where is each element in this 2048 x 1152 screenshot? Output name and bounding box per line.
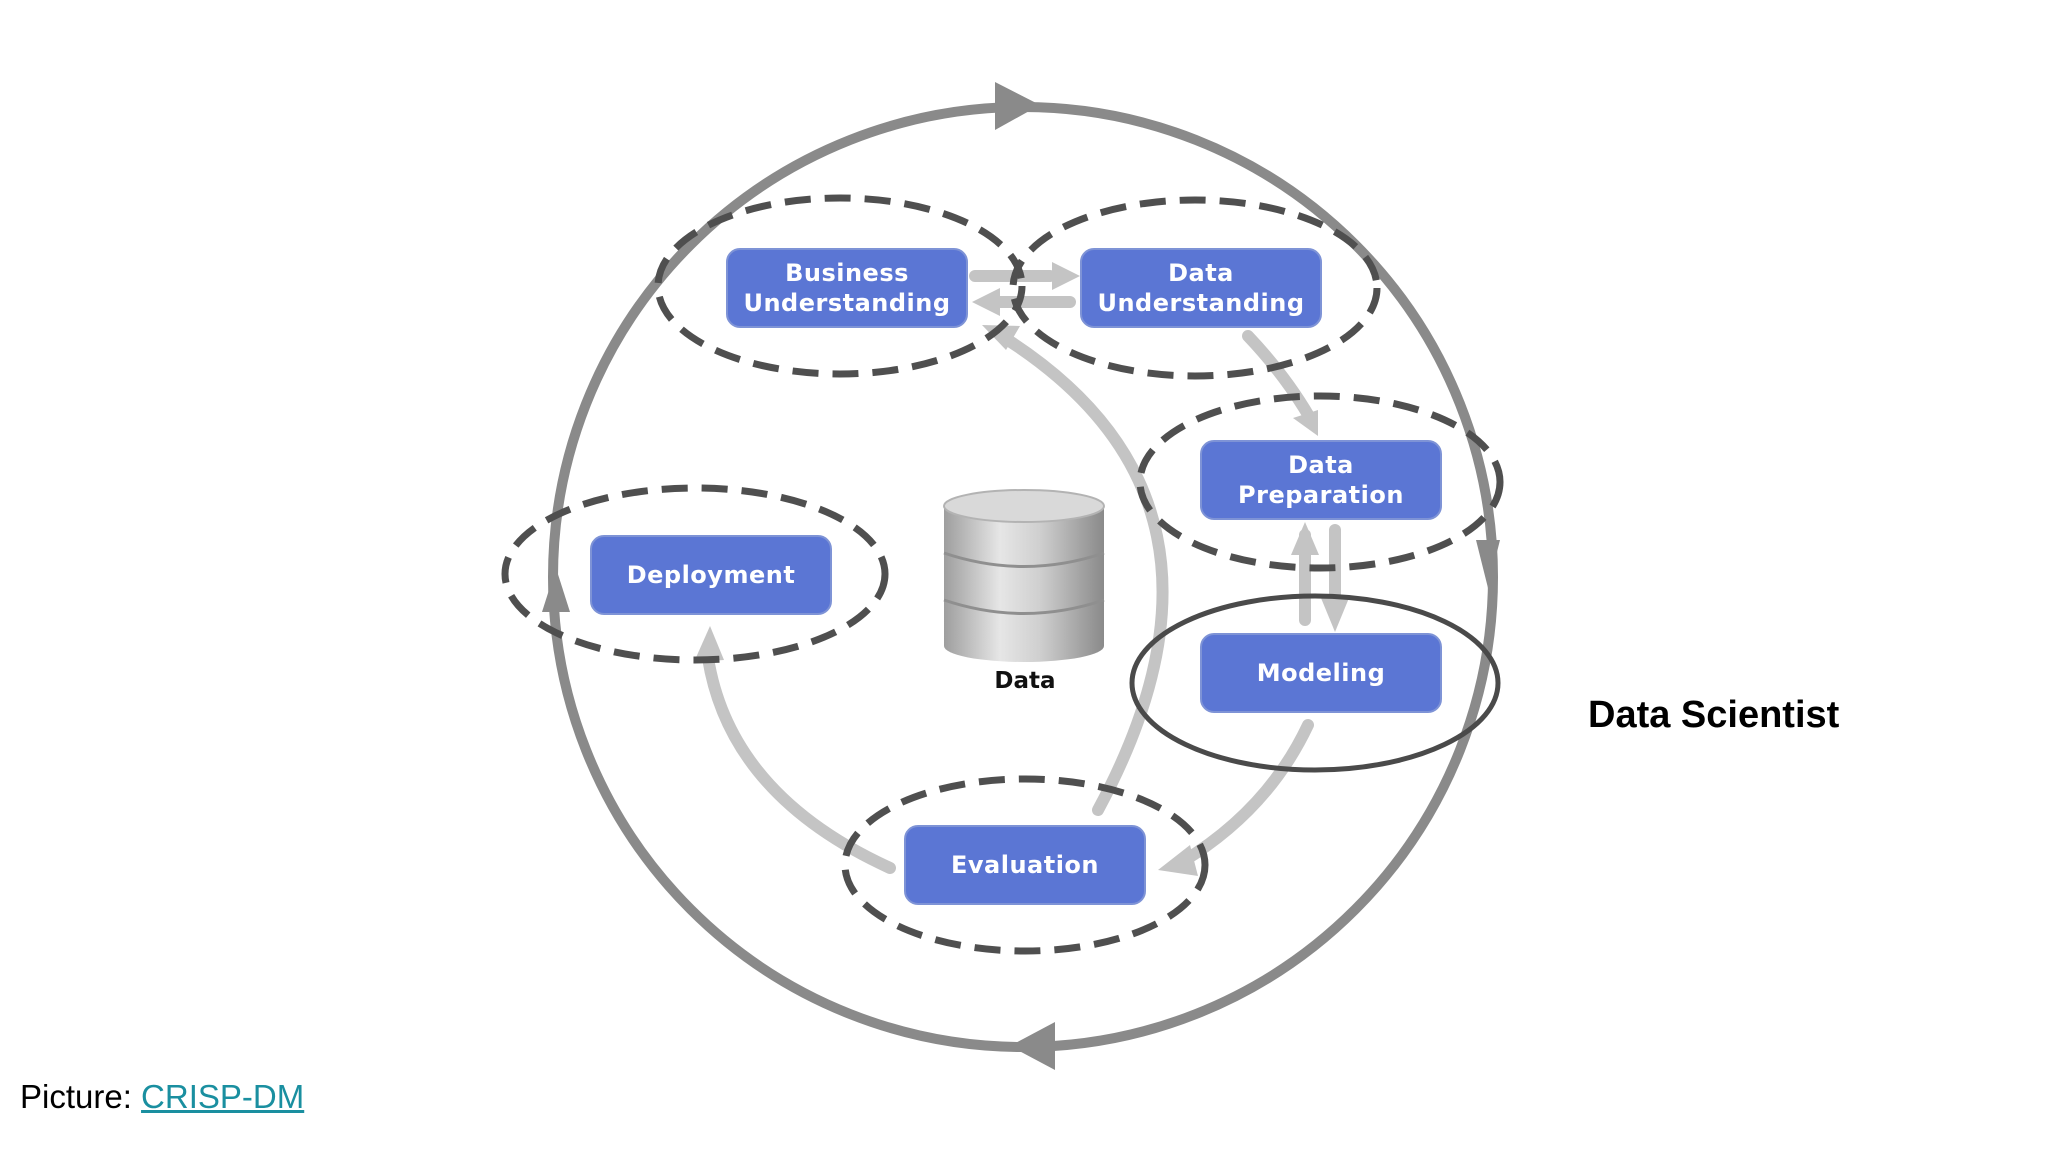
arrow-ev-to-bu: [994, 329, 1169, 816]
outer-cycle-arrowhead-top: [995, 82, 1040, 130]
outer-cycle-arrowhead-bottom: [1010, 1022, 1055, 1070]
outer-cycle-arrowhead-right: [1476, 540, 1500, 588]
role-label: Data Scientist: [1588, 694, 1840, 736]
modeling-highlight-ellipse: [1129, 593, 1501, 773]
arrow-ev-to-de: [702, 652, 896, 874]
crisp-dm-link[interactable]: CRISP-DM: [141, 1078, 305, 1115]
ellipse-business-understanding: [654, 194, 1026, 378]
database-label: Data: [994, 668, 1056, 694]
arrow-du-to-dp: [1242, 330, 1316, 424]
caption-prefix: Picture:: [20, 1078, 142, 1115]
phase-dashed-ellipses: [501, 194, 1504, 955]
phase-evaluation: Evaluation: [904, 825, 1146, 905]
phase-business-understanding-line2: Understanding: [743, 289, 951, 317]
ellipse-deployment: [501, 484, 889, 664]
outer-cycle-arrowhead-left: [542, 568, 570, 612]
phase-data-preparation: Data Preparation: [1200, 440, 1442, 520]
ellipse-data-preparation: [1136, 392, 1504, 572]
phase-data-preparation-line1: Data: [1288, 451, 1354, 479]
phase-data-understanding-line2: Understanding: [1097, 289, 1305, 317]
arrow-mo-to-ev: [1176, 719, 1314, 868]
phase-business-understanding: Business Understanding: [726, 248, 968, 328]
phase-deployment-label: Deployment: [626, 561, 796, 589]
phase-deployment: Deployment: [590, 535, 832, 615]
phase-modeling: Modeling: [1200, 633, 1442, 713]
ellipse-evaluation: [841, 775, 1209, 955]
phase-data-understanding: Data Understanding: [1080, 248, 1322, 328]
ellipse-data-understanding: [1009, 196, 1381, 380]
phase-business-understanding-line1: Business: [785, 259, 909, 287]
phase-data-understanding-line1: Data: [1168, 259, 1234, 287]
phase-data-preparation-line2: Preparation: [1238, 481, 1404, 509]
phase-evaluation-label: Evaluation: [950, 851, 1099, 879]
phase-modeling-label: Modeling: [1256, 659, 1386, 687]
database-icon: [943, 489, 1105, 662]
picture-caption: Picture: CRISP-DM: [20, 1078, 304, 1116]
